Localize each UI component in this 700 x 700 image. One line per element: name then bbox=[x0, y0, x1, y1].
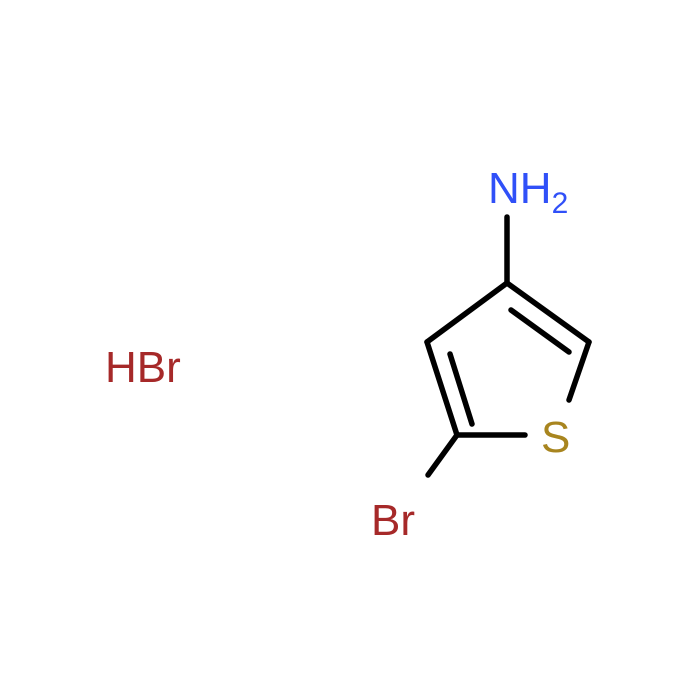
bromine-label: Br bbox=[371, 496, 415, 545]
atom-labels: NH2 S Br HBr bbox=[105, 164, 570, 545]
amine-label-main: NH bbox=[488, 164, 552, 213]
bond-c5-c4-inner bbox=[447, 351, 475, 427]
salt-label: HBr bbox=[105, 343, 181, 392]
bond-c3-c2-inner bbox=[508, 307, 572, 355]
bond-c5-br bbox=[425, 432, 460, 478]
bond-c5-c4 bbox=[424, 339, 460, 438]
bonds bbox=[424, 214, 592, 478]
amine-label: NH2 bbox=[488, 164, 568, 220]
bond-c2-s bbox=[566, 339, 592, 403]
amine-label-subscript: 2 bbox=[552, 187, 569, 220]
bond-c3-c2 bbox=[504, 280, 592, 345]
sulfur-label: S bbox=[541, 413, 570, 462]
bond-c3-c4 bbox=[424, 280, 510, 345]
